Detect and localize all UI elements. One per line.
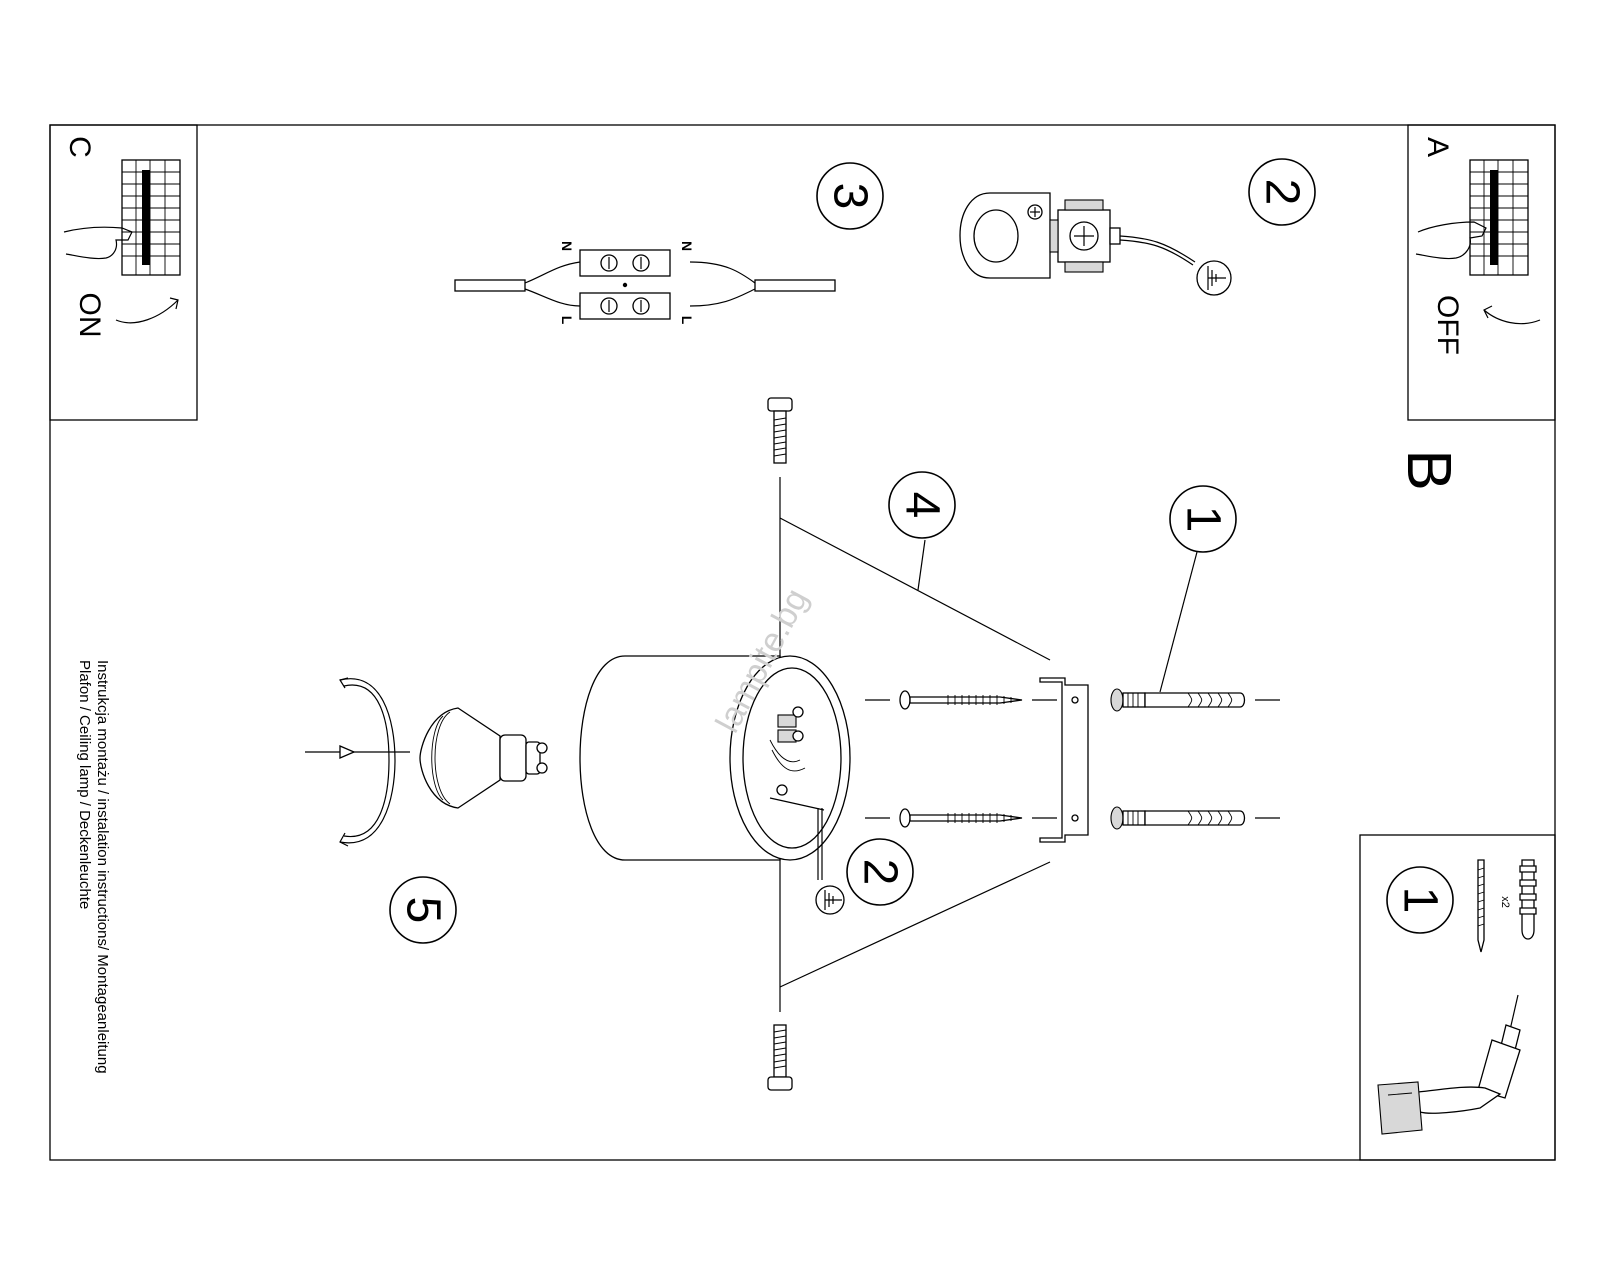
wood-screw-bottom [899,808,1023,828]
step-1-leader [1159,551,1198,693]
gu10-bulb [419,707,548,809]
lamp-body [579,655,851,861]
panel-c-box [49,124,198,421]
step-5-number: 5 [397,897,450,924]
panel-a-switch-label: OFF [1431,295,1464,355]
caption-line-2: Plafon / Ceiling lamp / Deckenleuchte [76,660,93,909]
axis-dashes [865,699,1280,819]
fuse-box-icon [121,159,181,276]
panel-c-letter: C [63,136,96,158]
terminal-n-right: N [679,241,695,251]
caption-line-1: Instrukcja montażu / instalation instruc… [94,660,111,1074]
panel-tools-box [1359,834,1556,1161]
step-4-badge [888,471,956,539]
wood-screw-top [899,690,1023,710]
bottom-screw [767,1024,793,1091]
step-3-badge [816,162,884,230]
step-5-badge [389,876,457,944]
step-4-number: 4 [896,492,949,519]
bracket-leader-bottom [779,861,1051,988]
step-1-number: 1 [1177,506,1230,533]
panel-a: A OFF [1415,137,1541,355]
tools-step-number: 1 [1394,887,1447,914]
bracket-leader-top [779,517,1051,661]
drill-icon [1377,994,1521,1135]
curved-arrow-icon [115,299,179,324]
curved-arrow-icon [1483,309,1541,325]
outer-frame [49,124,1556,1161]
tools-quantity: x2 [1499,896,1511,908]
panel-a-letter: A [1421,137,1454,157]
step-2-top-badge [1248,158,1316,226]
screw-icon [1477,859,1485,953]
step-2-main-badge [846,838,914,906]
wall-plug-bottom [1110,806,1246,830]
panel-c-switch-label: ON [73,293,106,338]
insert-arrow-icon [305,745,410,759]
fuse-box-icon [1469,159,1529,276]
top-screw [767,397,793,464]
panel-b-letter: B [1394,449,1463,490]
lamp-interior-wiring [769,706,825,811]
step-2-top-number: 2 [1256,179,1309,206]
panel-a-box [1407,124,1556,421]
hand-icon [1415,221,1487,260]
panel-c: C ON [63,136,181,338]
ground-symbol-main-icon [815,885,845,915]
mounting-bracket [1039,677,1089,843]
step-4-leader [917,539,926,591]
ground-symbol-icon [1196,260,1232,296]
tools-step-badge [1386,866,1454,934]
terminal-n-left: N [559,241,575,251]
terminal-block: N N L L [454,241,836,325]
ground-lug [959,192,1196,279]
step-1-badge [1169,485,1237,553]
wall-plug-top [1110,688,1246,712]
hand-icon [63,226,133,260]
step-2-main-number: 2 [854,859,907,886]
terminal-l-left: L [559,316,575,325]
terminal-l-right: L [679,316,695,325]
step-3-number: 3 [824,183,877,210]
wall-plug-icon [1519,859,1537,940]
retaining-ring [339,677,396,847]
